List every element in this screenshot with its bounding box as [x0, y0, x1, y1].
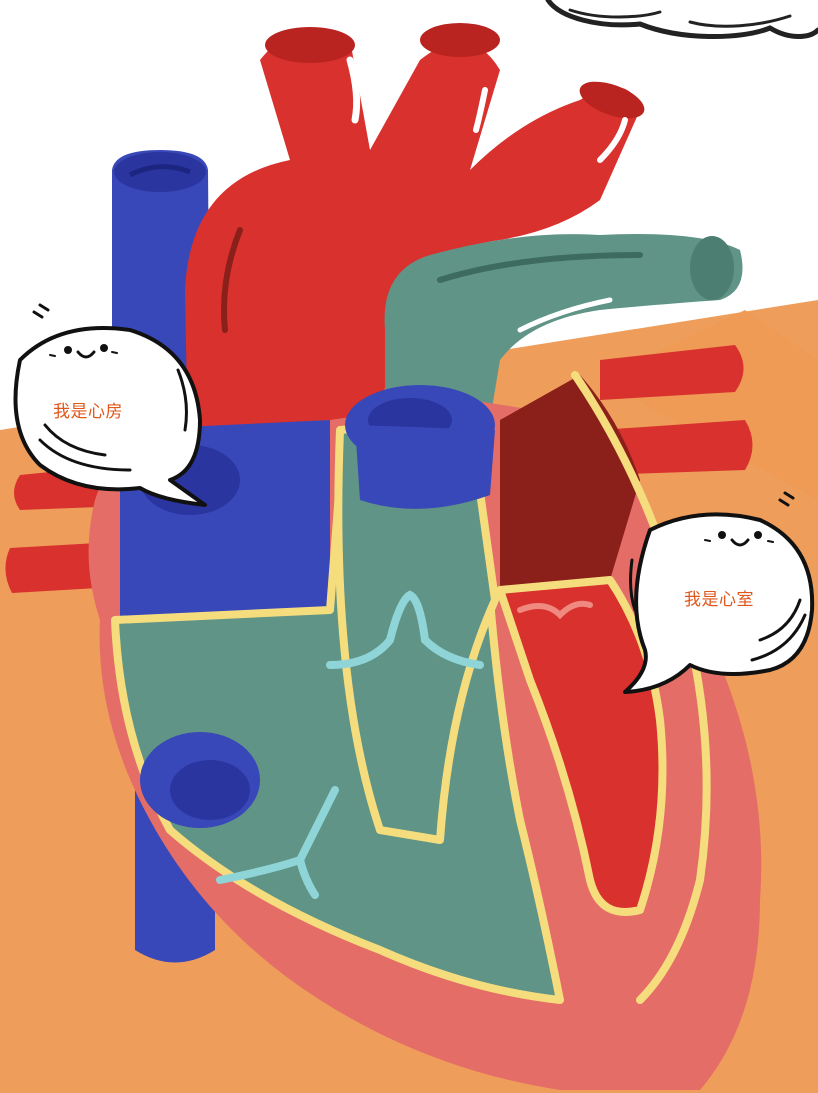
- ventricle-bubble-label: 我是心室: [684, 585, 754, 610]
- atrium-bubble-label: 我是心房: [53, 397, 123, 422]
